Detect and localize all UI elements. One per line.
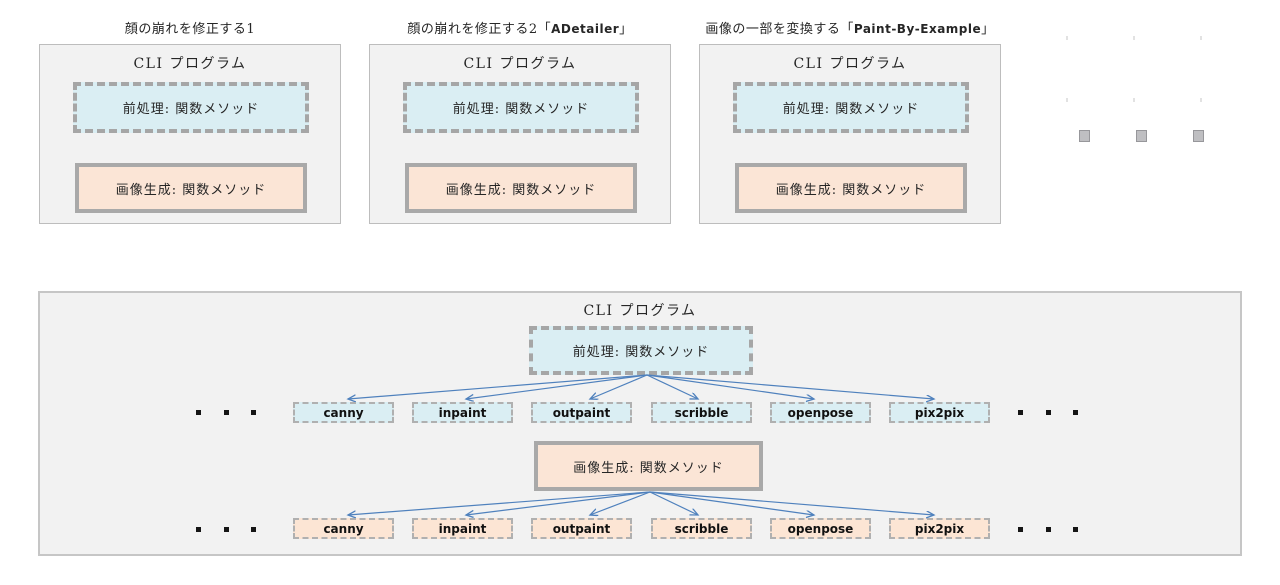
preprocess-box: 前処理: 関数メソッド — [733, 82, 969, 133]
cli-program-label: CLI プログラム — [793, 56, 907, 72]
cli-program-card-2: CLI プログラム 前処理: 関数メソッド 画像生成: 関数メソッド — [369, 44, 671, 224]
generate-child-openpose: openpose — [770, 518, 871, 539]
cli-program-label: CLI プログラム — [133, 56, 247, 72]
card-title-text: 」 — [981, 22, 995, 37]
generate-box: 画像生成: 関数メソッド — [735, 163, 967, 213]
ellipsis-dot-icon — [224, 410, 229, 415]
card-title-2: 顔の崩れを修正する2「ADetailer」 — [369, 18, 671, 37]
card-title-3: 画像の一部を変換する「Paint-By-Example」 — [699, 18, 1001, 37]
cli-program-card-3: CLI プログラム 前処理: 関数メソッド 画像生成: 関数メソッド — [699, 44, 1001, 224]
faint-tick — [1133, 36, 1135, 40]
more-boxes-square-icon — [1136, 130, 1147, 142]
generate-box: 画像生成: 関数メソッド — [534, 441, 763, 491]
preprocess-child-openpose: openpose — [770, 402, 871, 423]
cli-program-diagram: CLI プログラム 前処理: 関数メソッド 画像生成: 関数メソッド canny… — [38, 291, 1242, 556]
ellipsis-dot-icon — [196, 410, 201, 415]
preprocess-box: 前処理: 関数メソッド — [73, 82, 309, 133]
ellipsis-dot-icon — [251, 410, 256, 415]
generate-box: 画像生成: 関数メソッド — [75, 163, 307, 213]
card-title-strong: Paint-By-Example — [853, 22, 982, 36]
more-boxes-square-icon — [1193, 130, 1204, 142]
generate-box: 画像生成: 関数メソッド — [405, 163, 637, 213]
cli-program-label: CLI プログラム — [583, 303, 697, 319]
ellipsis-dot-icon — [1046, 410, 1051, 415]
preprocess-box: 前処理: 関数メソッド — [403, 82, 639, 133]
ellipsis-dot-icon — [1073, 410, 1078, 415]
ellipsis-dot-icon — [196, 527, 201, 532]
card-title-text: 顔の崩れを修正する2「 — [407, 22, 552, 37]
preprocess-child-inpaint: inpaint — [412, 402, 513, 423]
preprocess-child-scribble: scribble — [651, 402, 752, 423]
more-boxes-square-icon — [1079, 130, 1090, 142]
generate-child-scribble: scribble — [651, 518, 752, 539]
ellipsis-dot-icon — [1046, 527, 1051, 532]
card-title-text: 顔の崩れを修正する1 — [124, 22, 256, 37]
preprocess-child-pix2pix: pix2pix — [889, 402, 990, 423]
faint-tick — [1200, 98, 1202, 102]
faint-tick — [1066, 98, 1068, 102]
generate-child-inpaint: inpaint — [412, 518, 513, 539]
card-title-strong: ADetailer — [551, 22, 620, 36]
card-title-text: 画像の一部を変換する「 — [705, 22, 854, 37]
card-title-1: 顔の崩れを修正する1 — [39, 18, 341, 37]
preprocess-child-outpaint: outpaint — [531, 402, 632, 423]
card-title-text: 」 — [619, 22, 633, 37]
generate-child-outpaint: outpaint — [531, 518, 632, 539]
ellipsis-dot-icon — [1073, 527, 1078, 532]
generate-child-pix2pix: pix2pix — [889, 518, 990, 539]
faint-tick — [1066, 36, 1068, 40]
generate-child-canny: canny — [293, 518, 394, 539]
ellipsis-dot-icon — [251, 527, 256, 532]
ellipsis-dot-icon — [1018, 410, 1023, 415]
preprocess-box: 前処理: 関数メソッド — [529, 326, 753, 375]
preprocess-child-canny: canny — [293, 402, 394, 423]
cli-program-label: CLI プログラム — [463, 56, 577, 72]
ellipsis-dot-icon — [1018, 527, 1023, 532]
cli-program-card-1: CLI プログラム 前処理: 関数メソッド 画像生成: 関数メソッド — [39, 44, 341, 224]
ellipsis-dot-icon — [224, 527, 229, 532]
faint-tick — [1133, 98, 1135, 102]
faint-tick — [1200, 36, 1202, 40]
